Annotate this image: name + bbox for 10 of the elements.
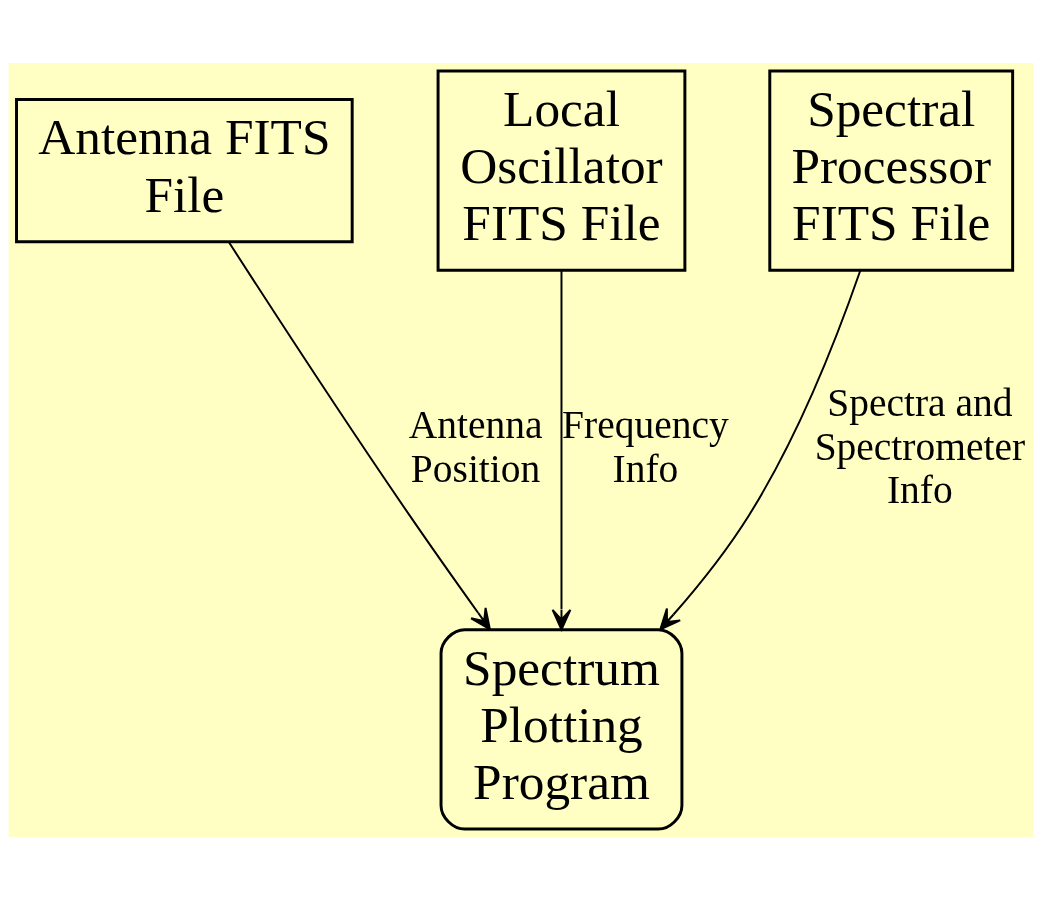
node-box: Spectrum Plotting Program bbox=[439, 627, 684, 831]
arrow bbox=[551, 269, 572, 631]
arrow bbox=[227, 240, 491, 630]
node-box: Spectral Processor FITS File bbox=[768, 68, 1015, 272]
edge-label: Antenna Position bbox=[408, 402, 543, 491]
node-box: Antenna FITS File bbox=[15, 97, 354, 243]
edge-label: Spectra and Spectrometer Info bbox=[814, 380, 1026, 512]
edge-label: Frequency Info bbox=[562, 402, 729, 491]
arrow bbox=[659, 269, 862, 630]
node-box: Local Oscillator FITS File bbox=[436, 68, 687, 272]
